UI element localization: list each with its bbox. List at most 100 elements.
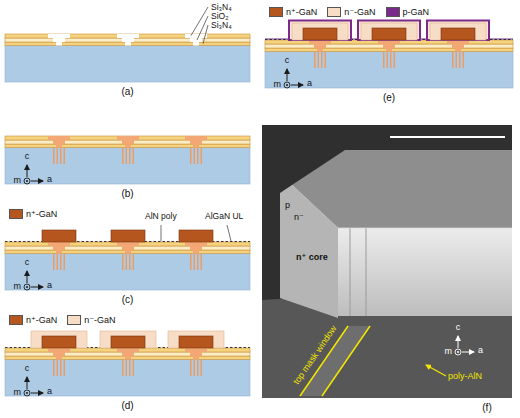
- gan-hatch: [60, 254, 61, 270]
- substrate: [5, 254, 250, 291]
- substrate: [5, 148, 250, 185]
- a-axis-arrow: [31, 393, 43, 394]
- legend-text: n⁺-GaN: [26, 315, 57, 325]
- axis-label: m: [14, 387, 22, 397]
- mask-opening: [56, 250, 62, 254]
- gan-hatch: [126, 360, 127, 376]
- mask-opening: [53, 140, 65, 144]
- axis-label: m: [445, 346, 453, 356]
- gan-hatch: [459, 52, 460, 68]
- mask-opening: [53, 38, 65, 42]
- mask-opening: [125, 42, 131, 46]
- substrate: [5, 46, 250, 83]
- gan-hatch: [53, 148, 54, 164]
- leader-line: [197, 16, 208, 40]
- mask-opening: [125, 144, 131, 148]
- core-boundary: [366, 228, 367, 316]
- mask-opening: [190, 140, 202, 144]
- gan-hatch: [133, 360, 134, 376]
- m-axis-symbol: [24, 284, 30, 290]
- c-axis-arrow: [458, 336, 459, 348]
- mask-opening: [48, 136, 70, 140]
- gan-hatch: [321, 52, 322, 68]
- c-axis-arrow: [27, 165, 28, 177]
- n-plus-gan-core: [179, 336, 213, 348]
- process-panel: [5, 34, 250, 82]
- n-plus-gan-core: [42, 230, 76, 242]
- gan-hatch: [126, 148, 127, 164]
- mask-opening: [48, 242, 70, 246]
- side-facet: [280, 185, 338, 318]
- mask-opening: [452, 44, 464, 48]
- gan-hatch: [387, 52, 388, 68]
- panel-label: (a): [121, 86, 133, 98]
- gan-hatch: [318, 52, 319, 68]
- gan-hatch: [57, 254, 58, 270]
- gan-hatch: [194, 360, 195, 376]
- p-gan-shell: [358, 21, 420, 41]
- crystal-axes: [24, 165, 43, 184]
- mask-opening: [314, 44, 326, 48]
- axis-label: c: [25, 151, 30, 161]
- leader-line: [203, 25, 208, 44]
- a-axis-arrow: [291, 85, 303, 86]
- m-axis-symbol: [284, 82, 290, 88]
- gan-hatch: [60, 360, 61, 376]
- legend-text: n⁺-GaN: [286, 7, 317, 17]
- gan-hatch: [129, 148, 130, 164]
- process-panel: [5, 136, 250, 184]
- legend-item: n⁺-GaN: [269, 7, 317, 17]
- mask-opening: [193, 144, 199, 148]
- mask-opening: [125, 356, 131, 360]
- n-minus-gan: [430, 23, 486, 40]
- mask-opening: [48, 34, 70, 38]
- axis-label: m: [274, 79, 282, 89]
- gan-hatch: [122, 360, 123, 376]
- gan-hatch: [64, 254, 65, 270]
- mask-opening: [56, 144, 62, 148]
- mask-opening: [190, 246, 202, 250]
- m-axis-symbol: [24, 178, 30, 184]
- m-axis-dot: [457, 351, 459, 353]
- gan-hatch: [133, 148, 134, 164]
- gan-hatch: [190, 148, 191, 164]
- gan-hatch: [325, 52, 326, 68]
- legend-swatch: [327, 7, 341, 17]
- gan-hatch: [197, 360, 198, 376]
- mask-opening: [317, 48, 323, 52]
- gan-hatch: [197, 148, 198, 164]
- legend-text: n⁻-GaN: [344, 7, 375, 17]
- mask-opening: [117, 242, 139, 246]
- gan-hatch: [194, 148, 195, 164]
- gan-hatch: [126, 254, 127, 270]
- panel-label: (f): [482, 402, 491, 414]
- layer-label: AlN poly: [145, 212, 177, 222]
- gan-hatch: [129, 254, 130, 270]
- p-gan-shell: [427, 21, 489, 41]
- gan-hatch: [383, 52, 384, 68]
- gan-hatch: [390, 52, 391, 68]
- region-label: n⁺ core: [296, 252, 328, 262]
- region-label: p: [285, 200, 290, 210]
- m-axis-symbol: [24, 390, 30, 396]
- axis-label: a: [47, 386, 52, 396]
- mask-opening: [53, 352, 65, 356]
- legend-item: n⁺-GaN: [9, 315, 57, 325]
- gan-hatch: [456, 52, 457, 68]
- axis-label: c: [25, 363, 30, 373]
- axis-label: m: [14, 281, 22, 291]
- gan-hatch: [190, 254, 191, 270]
- gan-hatch: [122, 148, 123, 164]
- n-plus-gan-core: [111, 336, 145, 348]
- gan-hatch: [133, 254, 134, 270]
- n-plus-gan-core: [372, 28, 406, 40]
- axis-label: c: [285, 55, 290, 65]
- mask-opening: [193, 250, 199, 254]
- region-label: n⁻: [294, 212, 304, 222]
- gan-hatch: [57, 148, 58, 164]
- mask-opening: [185, 242, 207, 246]
- axis-label: a: [478, 345, 483, 355]
- si3n4-layer: [5, 348, 250, 352]
- m-axis-symbol: [455, 349, 461, 355]
